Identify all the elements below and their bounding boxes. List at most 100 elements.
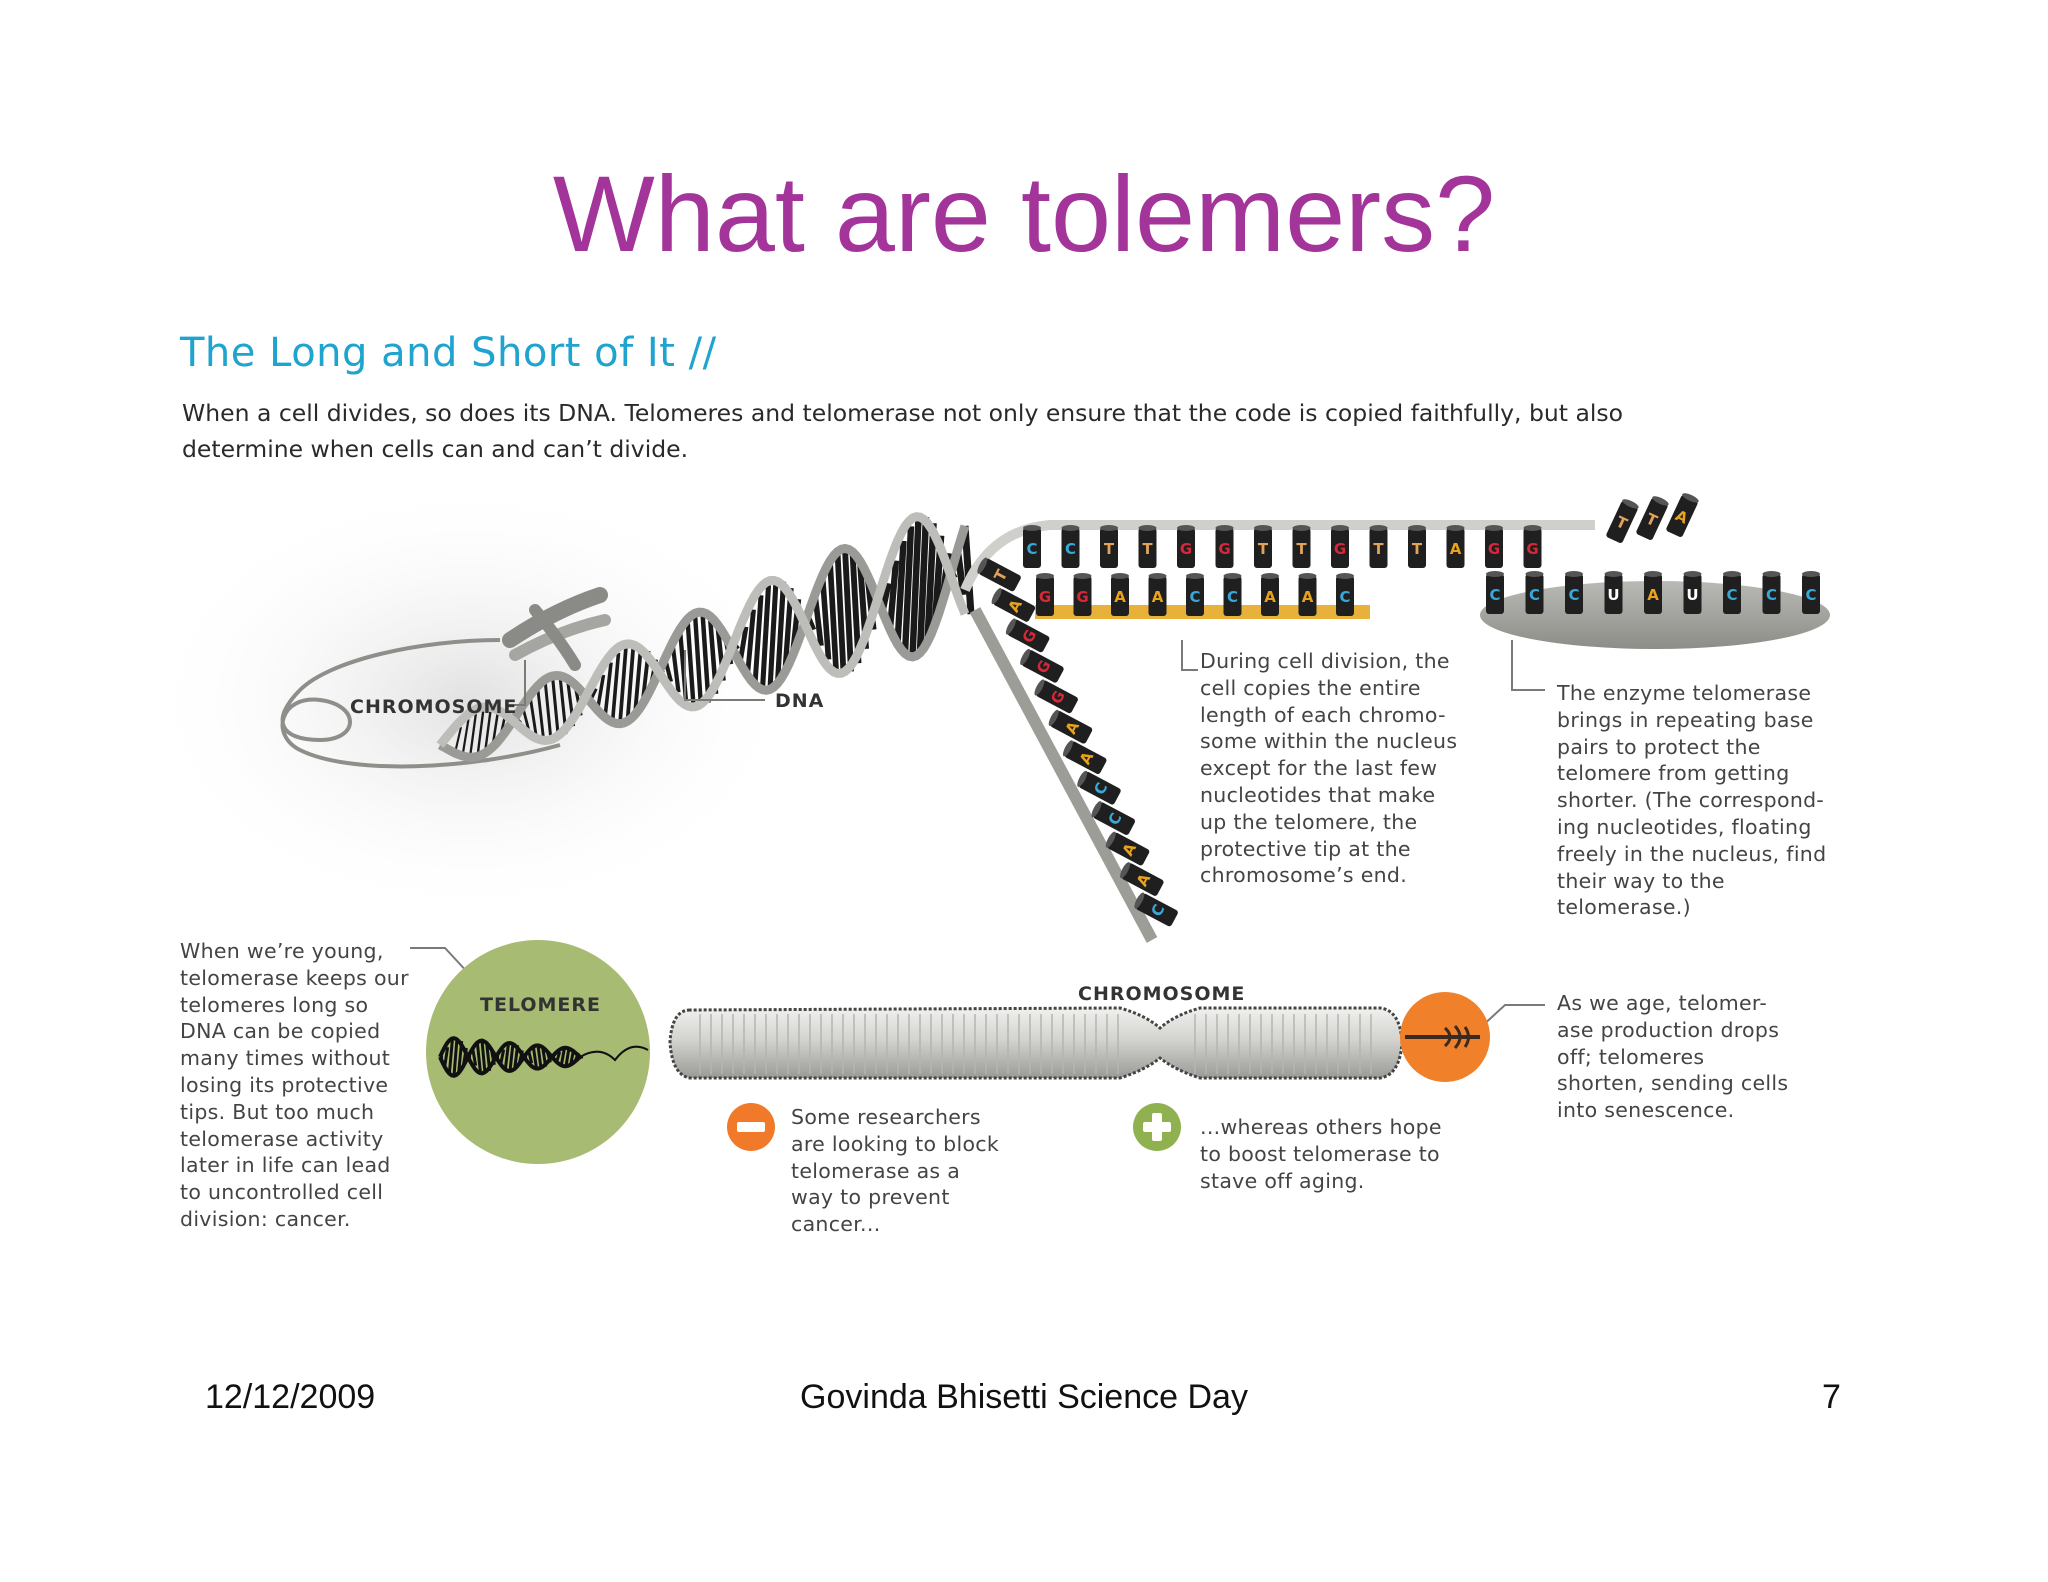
- base-pair-rung: [625, 643, 636, 722]
- top-backbone: [960, 520, 1595, 592]
- nucleotide-T: T: [977, 557, 1021, 592]
- infographic-heading: The Long and Short of It //: [180, 330, 717, 376]
- mini-rung: [447, 1040, 454, 1074]
- nucleotide-A: A: [1111, 573, 1129, 616]
- base-pair-rung: [543, 679, 553, 741]
- base-pair-rung: [536, 686, 545, 739]
- svg-text:C: C: [1766, 586, 1777, 604]
- telomere-helix-icon: [438, 1036, 649, 1078]
- base-pair-rung: [618, 646, 628, 724]
- nucleotide-A: A: [1148, 573, 1167, 616]
- mini-rung: [531, 1046, 538, 1068]
- base-pair-rung: [461, 718, 470, 757]
- base-pair-rung: [827, 560, 839, 670]
- nucleotide-A: A: [991, 587, 1036, 622]
- nucleotide-A: A: [1666, 493, 1699, 537]
- mini-backbone-b: [438, 1036, 582, 1076]
- nucleotide-T: T: [1636, 496, 1669, 540]
- svg-text:C: C: [1227, 588, 1238, 606]
- nucleotide-T: T: [1292, 525, 1311, 568]
- svg-text:U: U: [1686, 586, 1698, 604]
- base-pair-rung: [483, 706, 493, 754]
- mini-rung: [559, 1048, 566, 1066]
- chromosome-x-icon: [502, 587, 611, 671]
- mini-rung: [475, 1042, 482, 1072]
- mini-rung: [503, 1044, 510, 1070]
- nucleotide-T: T: [1100, 525, 1118, 568]
- svg-text:T: T: [1296, 540, 1307, 558]
- dna-label: DNA: [775, 690, 825, 712]
- svg-text:A: A: [1302, 588, 1314, 606]
- base-pair-rung: [842, 548, 854, 672]
- svg-text:A: A: [1647, 586, 1659, 604]
- nucleotide-T: T: [1138, 525, 1157, 568]
- base-pair-rung: [476, 708, 485, 757]
- nucleotide-C: C: [1223, 573, 1242, 616]
- slide-title: What are tolemers?: [552, 153, 1496, 274]
- base-pair-rung: [700, 612, 711, 703]
- nucleotide-C: C: [1802, 571, 1820, 614]
- telomere-label: TELOMERE: [480, 994, 602, 1016]
- diagonal-backbone: [969, 607, 1158, 943]
- nucleotide-C: C: [1762, 571, 1781, 614]
- footer-title: Govinda Bhisetti Science Day: [800, 1378, 1248, 1416]
- chromosome-label-bottom: CHROMOSOME: [1078, 983, 1246, 1005]
- nucleotide-C: C: [1134, 892, 1178, 927]
- svg-text:T: T: [1373, 540, 1384, 558]
- svg-text:C: C: [1339, 588, 1350, 606]
- mini-rung: [564, 1047, 571, 1067]
- base-pair-rung: [752, 595, 764, 685]
- base-pair-rung: [528, 694, 538, 736]
- nucleotide-C: C: [1023, 525, 1041, 568]
- svg-text:C: C: [1026, 540, 1037, 558]
- nucleotide-C: C: [1723, 571, 1741, 614]
- footer-page-number: 7: [1822, 1378, 1841, 1416]
- svg-text:T: T: [1104, 540, 1115, 558]
- base-pair-rung: [924, 523, 937, 642]
- dna-double-helix: [436, 512, 975, 762]
- chromosome-ridges: [699, 1014, 1372, 1074]
- svg-text:G: G: [1218, 540, 1230, 558]
- svg-text:T: T: [1258, 540, 1269, 558]
- base-pair-rung: [834, 551, 847, 674]
- nucleotide-T: T: [1369, 525, 1388, 568]
- nucleotide-T: T: [1254, 525, 1272, 568]
- svg-text:A: A: [1152, 588, 1164, 606]
- svg-text:C: C: [1805, 586, 1816, 604]
- nucleotide-G: G: [1036, 573, 1054, 616]
- base-pair-rung: [595, 674, 606, 711]
- base-pair-rung: [633, 645, 643, 715]
- svg-text:C: C: [1568, 586, 1579, 604]
- nucleotide-U: U: [1683, 571, 1702, 614]
- nucleotide-C: C: [1061, 525, 1080, 568]
- nucleotide-A: A: [1644, 571, 1662, 614]
- nucleotide-T: T: [1606, 499, 1639, 543]
- nucleotide-G: G: [1523, 525, 1542, 568]
- base-pair-rung: [961, 525, 975, 615]
- mini-rung: [536, 1045, 543, 1069]
- nucleotide-C: C: [1186, 573, 1204, 616]
- base-pair-rung: [468, 712, 478, 758]
- nucleotide-C: C: [1565, 571, 1583, 614]
- mini-tail: [579, 1045, 649, 1062]
- plus-icon: [1133, 1103, 1181, 1151]
- base-pair-rung: [819, 575, 832, 660]
- helix-backbone-b: [436, 512, 970, 748]
- svg-text:A: A: [1264, 588, 1276, 606]
- base-pair-rung: [603, 662, 613, 718]
- nucleotide-G: G: [1215, 525, 1234, 568]
- base-pair-rung: [685, 618, 696, 707]
- mini-rung: [508, 1042, 515, 1072]
- nucleotide-G: G: [1073, 573, 1092, 616]
- base-pair-rung: [550, 675, 561, 740]
- nucleotide-A: A: [1298, 573, 1317, 616]
- base-pair-rung: [916, 516, 930, 654]
- base-pair-rung: [610, 652, 621, 723]
- svg-text:C: C: [1189, 588, 1200, 606]
